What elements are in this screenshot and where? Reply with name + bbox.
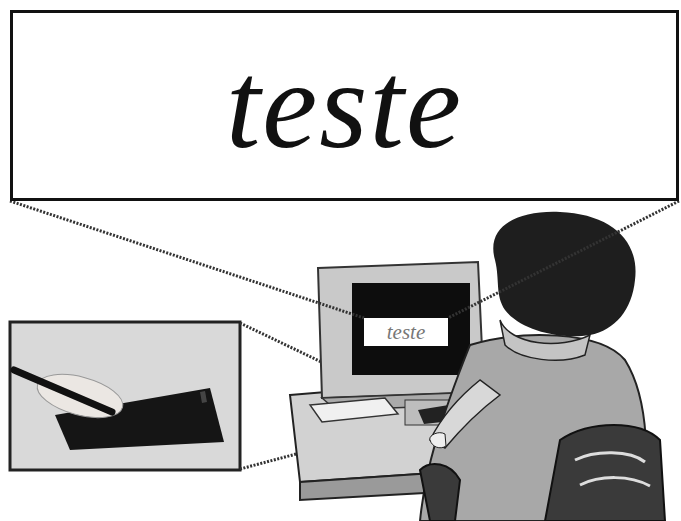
inset-photo	[10, 322, 240, 470]
tablet-button	[200, 391, 207, 403]
zoom-line	[10, 201, 364, 318]
zoom-box: teste	[10, 10, 679, 201]
zoom-line	[448, 201, 679, 318]
handwriting-sample: teste	[226, 44, 463, 168]
person-arm	[430, 380, 500, 448]
pen	[14, 370, 112, 412]
person-hand	[430, 433, 446, 448]
chair-lines	[575, 453, 650, 486]
screen-display: teste	[364, 318, 448, 346]
person-hair	[493, 212, 635, 336]
chair-arm	[420, 464, 460, 521]
monitor-screen	[352, 283, 470, 375]
chair	[545, 425, 665, 521]
screen-text: teste	[387, 322, 425, 343]
keyboard	[310, 398, 398, 422]
